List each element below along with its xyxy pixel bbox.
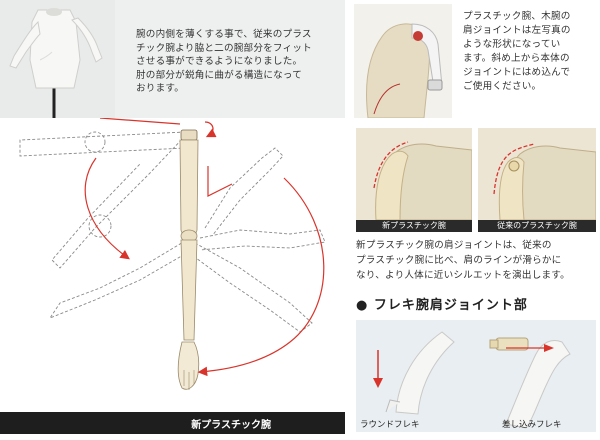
flex-joint-photo: ラウンドフレキ 差し込みフレキ — [356, 320, 596, 432]
diagram-caption: 新プラスチック腕 — [191, 420, 271, 431]
intro-panel: 腕の内側を薄くする事で、従来のプラス チック腕より脇と二の腕部分をフィット させ… — [0, 0, 345, 118]
old-arm-photo: 従来のプラスチック腕 — [478, 128, 596, 232]
ghost-arm-positions — [19, 131, 326, 333]
comparison-line: 新プラスチック腕の肩ジョイントは、従来の — [356, 240, 552, 251]
motion-arrows — [84, 118, 325, 377]
intro-description: 腕の内側を薄くする事で、従来のプラス チック腕より脇と二の腕部分をフィット させ… — [136, 28, 341, 96]
intro-line: させる事ができるようになりました。 — [136, 56, 303, 68]
joint-instruction-line: ご使用ください。 — [463, 81, 542, 92]
old-arm-label: 従来のプラスチック腕 — [478, 220, 596, 232]
arm-motion-diagram — [19, 118, 326, 390]
comparison-description: 新プラスチック腕の肩ジョイントは、従来の プラスチック腕に比べ、肩のラインが滑ら… — [356, 238, 598, 283]
intro-line: 肘の部分が鋭角に曲がる構造になって — [136, 69, 303, 81]
new-arm-label: 新プラスチック腕 — [356, 220, 472, 232]
flex-joint-header: ● フレキ腕肩ジョイント部 — [356, 298, 528, 313]
shoulder-joint-photo — [354, 4, 452, 118]
comparison-line: プラスチック腕に比べ、肩のラインが滑らかに — [356, 255, 562, 266]
comparison-line: なり、より人体に近いシルエットを演出します。 — [356, 270, 570, 281]
intro-line: チック腕より脇と二の腕部分をフィット — [136, 42, 312, 54]
joint-instruction-line: ような形状になってい — [463, 39, 561, 50]
diagram-caption-bar: 新プラスチック腕 — [0, 412, 345, 434]
round-flex-label: ラウンドフレキ — [360, 420, 420, 430]
joint-instruction-line: ジョイントにはめ込んで — [463, 67, 571, 78]
intro-line: おります。 — [136, 83, 185, 95]
joint-instruction-line: プラスチック腕、木腕の — [463, 11, 571, 22]
intro-line: 腕の内側を薄くする事で、従来のプラス — [136, 29, 312, 40]
new-arm-photo: 新プラスチック腕 — [356, 128, 472, 232]
joint-instruction: プラスチック腕、木腕の 肩ジョイントは左写真の ような形状になってい ます。斜め… — [463, 10, 598, 94]
joint-instruction-line: 肩ジョイントは左写真の — [463, 25, 571, 36]
insert-flex-label: 差し込みフレキ — [502, 420, 562, 430]
new-plastic-arm — [177, 129, 200, 390]
joint-instruction-line: ます。斜め上から本体の — [463, 53, 570, 64]
mannequin-thumbnail — [0, 0, 115, 118]
